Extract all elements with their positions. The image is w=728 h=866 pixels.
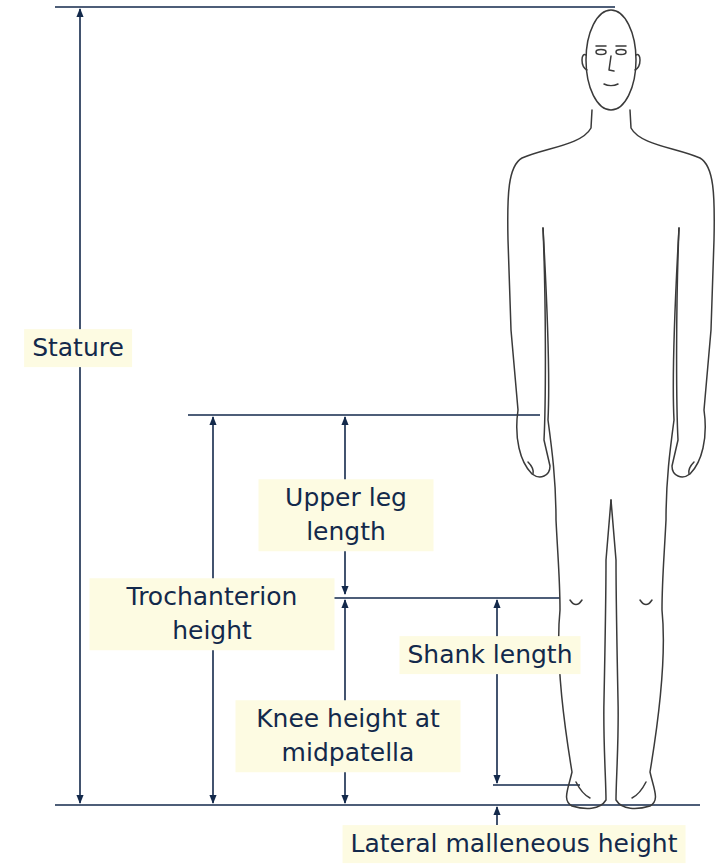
dimension-label: Stature: [24, 329, 132, 367]
dimension-label: Lateral malleneous height: [343, 825, 686, 863]
knee-line: [330, 597, 560, 599]
dimension-label: Trochanterion height: [90, 578, 335, 650]
malleolus-arrow: [496, 807, 498, 825]
dimension-label: Shank length: [400, 636, 581, 674]
floor-line: [55, 804, 700, 806]
dimension-label: Upper leg length: [259, 479, 434, 551]
human-figure: [508, 10, 715, 808]
stature-top-line: [55, 6, 615, 8]
trochanterion-line: [188, 414, 540, 416]
dimension-lines: [55, 7, 700, 825]
shank-arrow: [496, 600, 498, 783]
dimension-label: Knee height at midpatella: [236, 700, 461, 772]
malleolus-line: [493, 784, 580, 786]
stature-arrow: [79, 9, 81, 803]
